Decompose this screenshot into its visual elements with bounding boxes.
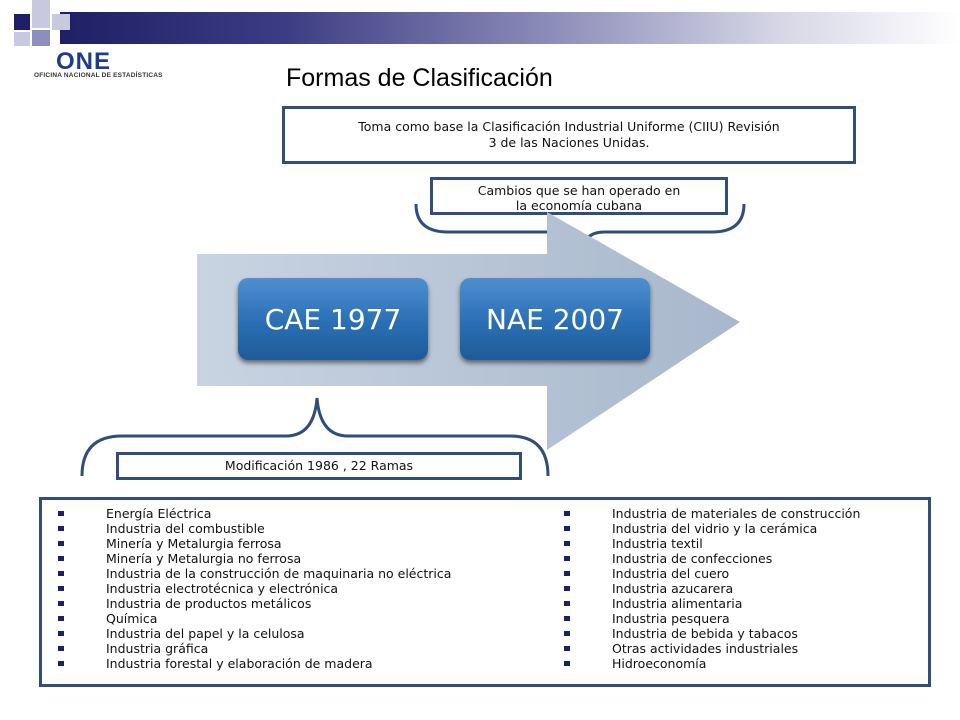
branch-label: Industria de materiales de construcción <box>612 506 861 521</box>
bullet-icon <box>58 586 64 591</box>
header-band <box>60 12 960 44</box>
economy-changes-line2: la economía cubana <box>515 198 643 213</box>
bullet-icon <box>58 646 64 651</box>
ciiu-basis-line2: 3 de las Naciones Unidas. <box>488 135 650 150</box>
economy-changes-box: Cambios que se han operado en la economí… <box>430 177 728 215</box>
list-item: Industria de confecciones <box>564 551 860 566</box>
branch-label: Industria de productos metálicos <box>106 596 312 611</box>
list-item: Industria del combustible <box>58 521 451 536</box>
list-item: Industria alimentaria <box>564 596 860 611</box>
list-item: Industria textil <box>564 536 860 551</box>
list-item: Industria del vidrio y la cerámica <box>564 521 860 536</box>
industry-branches-box: Energía Eléctrica Industria del combusti… <box>39 497 931 687</box>
bullet-icon <box>564 646 570 651</box>
bullet-icon <box>564 601 570 606</box>
list-item: Energía Eléctrica <box>58 506 451 521</box>
bullet-icon <box>564 661 570 666</box>
list-item: Química <box>58 611 451 626</box>
one-logo: ONE OFICINA NACIONAL DE ESTADÍSTICAS <box>34 48 174 84</box>
branch-label: Industria de la construcción de maquinar… <box>106 566 452 581</box>
branch-label: Industria azucarera <box>612 581 734 596</box>
bullet-icon <box>564 541 570 546</box>
bullet-icon <box>58 631 64 636</box>
list-item: Otras actividades industriales <box>564 641 860 656</box>
list-item: Hidroeconomía <box>564 656 860 671</box>
header-square <box>32 30 50 46</box>
branch-label: Otras actividades industriales <box>612 641 799 656</box>
bullet-icon <box>564 571 570 576</box>
bullet-icon <box>564 526 570 531</box>
stage-nae-2007: NAE 2007 <box>460 278 650 360</box>
header-square <box>52 14 70 30</box>
bullet-icon <box>58 526 64 531</box>
logo-subtitle: OFICINA NACIONAL DE ESTADÍSTICAS <box>34 72 163 79</box>
stage-cae-1977: CAE 1977 <box>238 278 428 360</box>
branch-label: Industria de confecciones <box>612 551 773 566</box>
bullet-icon <box>58 661 64 666</box>
bullet-icon <box>564 616 570 621</box>
branch-label: Minería y Metalurgia ferrosa <box>106 536 282 551</box>
branch-label: Industria alimentaria <box>612 596 743 611</box>
branch-label: Industria de bebida y tabacos <box>612 626 798 641</box>
list-item: Minería y Metalurgia ferrosa <box>58 536 451 551</box>
slide-title: Formas de Clasificación <box>286 64 553 92</box>
branch-label: Industria del combustible <box>106 521 265 536</box>
list-item: Industria de productos metálicos <box>58 596 451 611</box>
bullet-icon <box>564 511 570 516</box>
branch-label: Industria del cuero <box>612 566 730 581</box>
bullet-icon <box>564 556 570 561</box>
economy-changes-line1: Cambios que se han operado en <box>477 183 681 198</box>
list-item: Industria electrotécnica y electrónica <box>58 581 451 596</box>
header-square <box>14 14 30 30</box>
list-item: Industria pesquera <box>564 611 860 626</box>
list-item: Industria azucarera <box>564 581 860 596</box>
list-item: Industria de la construcción de maquinar… <box>58 566 451 581</box>
list-item: Industria de bebida y tabacos <box>564 626 860 641</box>
bullet-icon <box>58 571 64 576</box>
ciiu-basis-box: Toma como base la Clasificación Industri… <box>282 106 856 164</box>
branch-label: Hidroeconomía <box>612 656 707 671</box>
logo-mark: ONE <box>56 48 112 75</box>
branch-label: Química <box>106 611 158 626</box>
bullet-icon <box>58 556 64 561</box>
bullet-icon <box>564 631 570 636</box>
branches-right-column: Industria de materiales de construcción … <box>564 506 860 671</box>
modification-box: Modificación 1986 , 22 Ramas <box>116 452 522 480</box>
list-item: Industria forestal y elaboración de made… <box>58 656 451 671</box>
ciiu-basis-line1: Toma como base la Clasificación Industri… <box>358 119 780 134</box>
branch-label: Industria del vidrio y la cerámica <box>612 521 818 536</box>
lower-brace <box>80 397 550 477</box>
list-item: Minería y Metalurgia no ferrosa <box>58 551 451 566</box>
branch-label: Industria textil <box>612 536 703 551</box>
list-item: Industria del papel y la celulosa <box>58 626 451 641</box>
branch-label: Industria pesquera <box>612 611 730 626</box>
branch-label: Minería y Metalurgia no ferrosa <box>106 551 302 566</box>
bullet-icon <box>564 586 570 591</box>
header-square <box>14 32 30 46</box>
bullet-icon <box>58 616 64 621</box>
bullet-icon <box>58 541 64 546</box>
bullet-icon <box>58 511 64 516</box>
branches-left-column: Energía Eléctrica Industria del combusti… <box>58 506 451 671</box>
branch-label: Industria electrotécnica y electrónica <box>106 581 339 596</box>
list-item: Industria de materiales de construcción <box>564 506 860 521</box>
branch-label: Industria gráfica <box>106 641 209 656</box>
header-square <box>32 0 50 28</box>
list-item: Industria del cuero <box>564 566 860 581</box>
branch-label: Industria forestal y elaboración de made… <box>106 656 373 671</box>
branch-label: Energía Eléctrica <box>106 506 212 521</box>
list-item: Industria gráfica <box>58 641 451 656</box>
bullet-icon <box>58 601 64 606</box>
branch-label: Industria del papel y la celulosa <box>106 626 305 641</box>
